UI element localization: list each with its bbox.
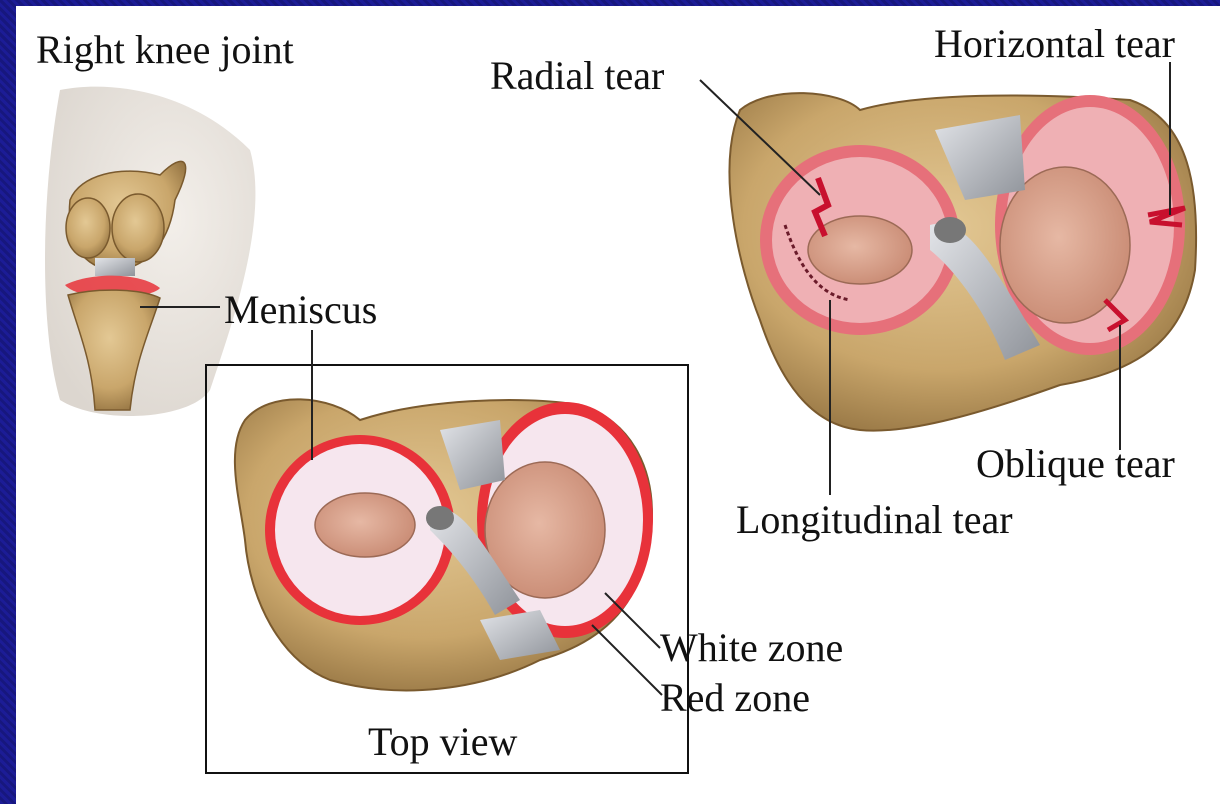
tear-ligament-stump [934, 217, 966, 243]
label-top-view: Top view [368, 722, 517, 762]
tear-types-illustration [730, 93, 1197, 431]
label-oblique-tear: Oblique tear [976, 444, 1175, 484]
label-meniscus: Meniscus [224, 290, 377, 330]
knee-joint-illustration [45, 87, 255, 416]
label-longitudinal-tear: Longitudinal tear [736, 500, 1013, 540]
label-radial-tear: Radial tear [490, 56, 664, 96]
ligament-stump [426, 506, 454, 530]
red-zone-leader [592, 625, 662, 695]
label-right-knee-joint: Right knee joint [36, 30, 294, 70]
patella-bone [112, 194, 164, 262]
top-view-illustration [235, 399, 653, 690]
left-cartilage [315, 493, 415, 557]
femoral-condyle [66, 198, 110, 258]
label-red-zone: Red zone [660, 678, 810, 718]
knee-ligament [95, 258, 135, 276]
label-white-zone: White zone [660, 628, 843, 668]
label-horizontal-tear: Horizontal tear [934, 24, 1175, 64]
